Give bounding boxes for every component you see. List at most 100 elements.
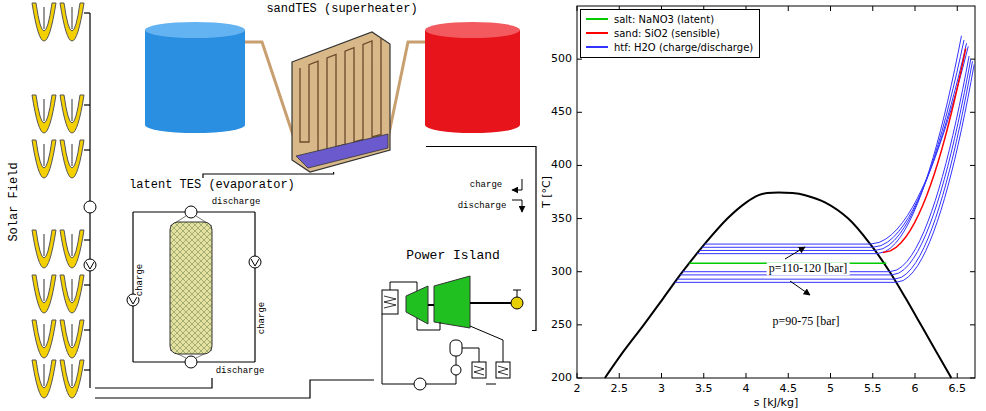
cold-sand-tank [145, 30, 245, 125]
sand-heat-exchanger [292, 32, 390, 172]
extraction-line [462, 348, 479, 362]
legend-entry: sand: SiO2 (sensible) [586, 26, 753, 40]
receiver-tube [72, 99, 73, 121]
y-tick [577, 218, 975, 219]
ts-chart [577, 6, 975, 378]
pump-symbol [414, 378, 426, 390]
generator-symbol [511, 297, 523, 309]
water-header [185, 356, 197, 368]
exchanger-coil [474, 366, 508, 375]
discharge-isobar [680, 59, 970, 275]
tank-top [425, 22, 520, 38]
x-tick-label: 4 [743, 383, 750, 395]
legend-entry: salt: NaNO3 (latent) [586, 12, 753, 26]
reheater-coil [384, 296, 396, 308]
receiver-tube [72, 144, 73, 166]
receiver-tube [44, 279, 45, 301]
y-tick-label: 200 [551, 372, 572, 384]
x-tick-label: 2 [574, 383, 581, 395]
solar-field-region: Solar Field [3, 2, 95, 402]
pipe [197, 211, 255, 212]
flow-mode-label: charge [136, 263, 146, 297]
hot-sand-tank [425, 30, 520, 125]
x-tick [577, 6, 578, 378]
receiver-tube [44, 324, 45, 346]
x-tick-label: 4.5 [780, 383, 798, 395]
pipe-connector [95, 380, 374, 398]
lp-turbine [434, 276, 470, 328]
x-tick [661, 6, 662, 378]
pressure-label: p=90-75 [bar] [770, 315, 841, 328]
x-tick [872, 6, 873, 378]
charge-pipe [254, 212, 255, 362]
flow-mode-label: discharge [211, 198, 262, 208]
preheater [472, 362, 486, 378]
exhaust-line [470, 326, 503, 362]
reheater-box [382, 290, 398, 314]
collector-array [32, 3, 90, 398]
receiver-tube [44, 234, 45, 256]
valve-symbol [84, 201, 96, 213]
pipe [84, 329, 90, 330]
shaft [470, 302, 511, 304]
trough-collector [32, 230, 56, 268]
pipe [197, 361, 255, 362]
x-tick-label: 5 [827, 383, 834, 395]
x-tick [703, 6, 704, 378]
charge-pipe [132, 212, 133, 362]
y-tick [577, 378, 975, 379]
trough-collector [32, 95, 56, 133]
pump-symbol [249, 256, 261, 268]
component-label: latent TES (evaporator) [122, 178, 302, 193]
trough-collector [32, 275, 56, 313]
discharge-arrow [512, 200, 522, 212]
receiver-tube [72, 364, 73, 386]
y-tick-label: 450 [551, 106, 572, 118]
trough-collector [60, 320, 84, 358]
component-label: sandTES (superheater) [258, 2, 426, 17]
y-tick-label: 400 [551, 159, 572, 171]
x-tick-label: 3.5 [695, 383, 713, 395]
power-island-block: Power Island [374, 248, 532, 398]
y-tick [577, 165, 975, 166]
y-axis-title: T [°C] [541, 176, 553, 208]
x-tick [746, 6, 747, 378]
y-tick-label: 250 [551, 319, 572, 331]
receiver-tube [72, 279, 73, 301]
legend-swatch [586, 32, 608, 34]
receiver-tube [44, 99, 45, 121]
pressure-arrow [785, 247, 805, 259]
legend-text: salt: NaNO3 (latent) [614, 14, 714, 25]
pipe [84, 149, 90, 150]
sand-tes-unit: sandTES (superheater) [258, 2, 426, 172]
component-label: Power Island [374, 248, 532, 264]
steam-drum [185, 206, 197, 218]
x-axis-title: s [kJ/kg] [754, 397, 798, 409]
receiver-tube [44, 364, 45, 386]
crossover-line [417, 318, 440, 330]
y-tick-label: 500 [551, 53, 572, 65]
flow-mode-label: charge [469, 181, 503, 191]
pump-mark [86, 262, 94, 269]
tank-top [145, 22, 245, 38]
y-tick [577, 112, 975, 113]
legend-swatch [586, 46, 608, 48]
exchanger-base [296, 134, 388, 168]
drain-line [486, 384, 496, 385]
x-tick-label: 6.5 [949, 383, 967, 395]
discharge-isobar [675, 64, 974, 282]
pump-symbol [84, 259, 96, 271]
saturation-dome [605, 193, 951, 378]
trough-collector [32, 3, 56, 41]
x-tick-label: 6 [912, 383, 919, 395]
pressure-arrow [790, 281, 810, 295]
discharge-isobar [683, 56, 969, 272]
y-tick-label: 300 [551, 266, 572, 278]
receiver-tube [72, 234, 73, 256]
charge-isobar [697, 36, 961, 254]
trough-collector [60, 95, 84, 133]
receiver-tube [44, 7, 45, 29]
trough-collector [32, 320, 56, 358]
pipe [84, 239, 90, 240]
